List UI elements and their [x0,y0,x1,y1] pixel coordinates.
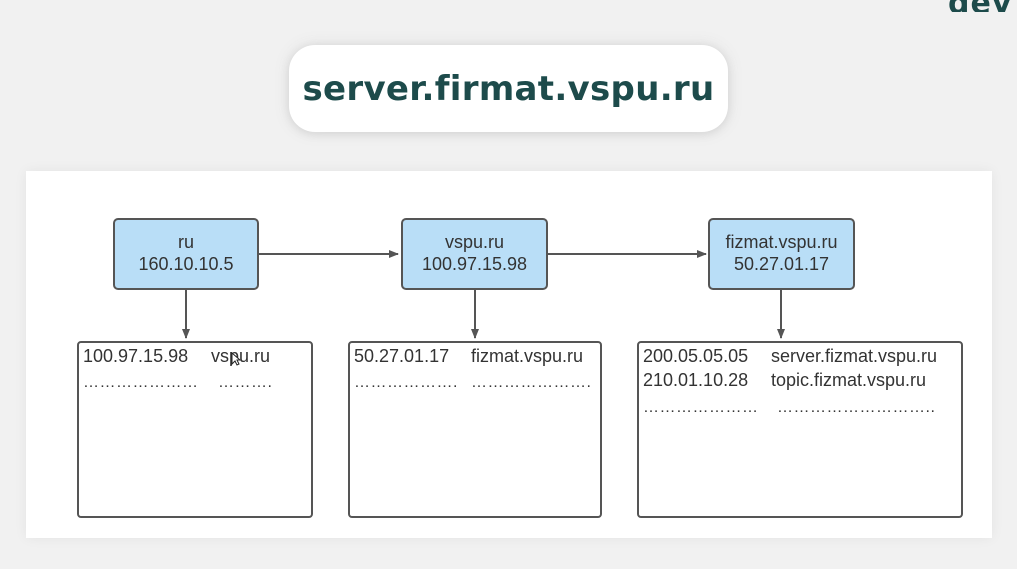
table-cell-host: topic.fizmat.vspu.ru [771,370,927,390]
table-cell-ip: 200.05.05.05 [643,346,749,366]
table-cell-host: ……………………….. [777,399,936,416]
title-card: server.firmat.vspu.ru [289,45,728,132]
table-cell-host: vspu.ru [211,346,271,366]
node-name: vspu.ru [444,232,505,252]
dns-table-ru: 100.97.15.98 vspu.ru ………………… ………. [77,341,313,518]
table-cell-ip: 210.01.10.28 [643,370,749,390]
table-cell-host: server.fizmat.vspu.ru [771,346,938,366]
table-row: 50.27.01.17 fizmat.vspu.ru [350,344,600,368]
node-ip: 160.10.10.5 [138,254,234,274]
table-row: ………………. …………………. [350,369,600,393]
diagram-panel: ru 160.10.10.5 vspu.ru 100.97.15.98 fizm… [26,171,992,538]
connector-layer [182,250,785,339]
table-row: 200.05.05.05 server.fizmat.vspu.ru [639,344,961,368]
table-cell-host: fizmat.vspu.ru [471,346,584,366]
table-row: 100.97.15.98 vspu.ru [79,344,311,368]
table-cell-ip: 100.97.15.98 [83,346,189,366]
table-cell-ip: ………………. [354,374,458,391]
table-row: ………………… ……………………….. [639,394,961,418]
brand-logo: dev [948,0,1017,12]
node-name: fizmat.vspu.ru [725,232,838,252]
node-name: ru [177,232,194,252]
table-cell-ip: 50.27.01.17 [354,346,450,366]
dns-table-vspu: 50.27.01.17 fizmat.vspu.ru ………………. ……………… [348,341,602,518]
dns-node-ru: ru 160.10.10.5 [113,218,259,290]
mouse-pointer-icon [231,352,241,366]
table-cell-ip: ………………… [643,399,759,416]
table-cell-ip: ………………… [83,374,199,391]
table-cell-host: ………. [218,374,273,391]
node-ip: 50.27.01.17 [733,254,830,274]
table-row: 210.01.10.28 topic.fizmat.vspu.ru [639,368,961,392]
page-title: server.firmat.vspu.ru [302,68,715,109]
dns-node-fizmat: fizmat.vspu.ru 50.27.01.17 [708,218,855,290]
dns-table-fizmat: 200.05.05.05 server.fizmat.vspu.ru 210.0… [637,341,963,518]
table-cell-host: …………………. [471,374,592,391]
table-row: ………………… ………. [79,369,311,393]
dns-node-vspu: vspu.ru 100.97.15.98 [401,218,548,290]
node-ip: 100.97.15.98 [421,254,528,274]
